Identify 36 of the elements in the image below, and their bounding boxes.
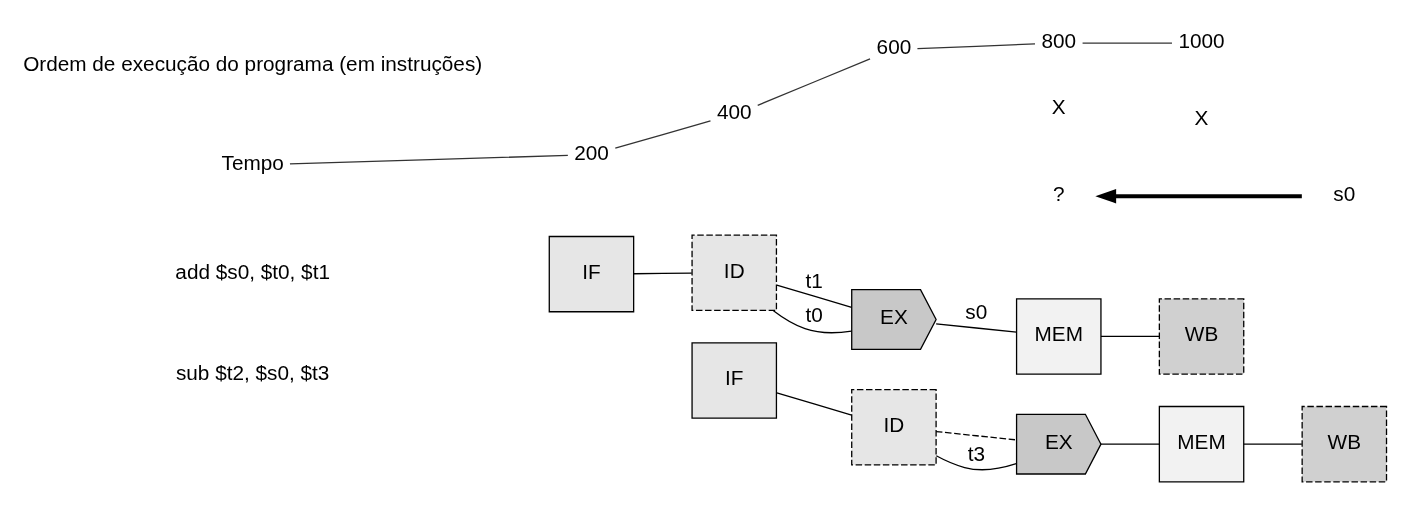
connector: [633, 272, 693, 274]
label: 1000: [1178, 28, 1225, 52]
edge-label: s0: [965, 299, 988, 323]
node-box: WB: [1158, 297, 1245, 375]
label: 400: [716, 99, 752, 123]
connector: [776, 391, 853, 416]
label: Ordem de execução do programa (em instruções): [23, 51, 483, 75]
node-box: ID: [691, 234, 778, 311]
label: 600: [876, 34, 912, 58]
connector: [1243, 443, 1303, 445]
label: 200: [574, 140, 609, 164]
connector: [935, 430, 1018, 441]
arrow: [1095, 188, 1302, 204]
edge-label: t3: [967, 441, 985, 465]
node-box: WB: [1301, 405, 1388, 482]
label: Tempo: [221, 150, 284, 174]
connector: [1100, 335, 1160, 337]
connector: [772, 309, 853, 333]
label: sub $t2, $s0, $t3: [175, 360, 330, 384]
node-text: s0: [1333, 181, 1356, 205]
node-box: IF: [548, 235, 635, 312]
node-box: MEM: [1158, 405, 1245, 482]
connector: [776, 283, 853, 308]
node-box: ID: [851, 388, 937, 466]
connector: [1100, 443, 1160, 445]
label: X: [1194, 105, 1209, 129]
label: 800: [1041, 28, 1077, 52]
label: add $s0, $t0, $t1: [175, 259, 330, 283]
node-box: IF: [691, 341, 778, 419]
edge-label: t1: [805, 268, 823, 292]
connector: [935, 454, 1017, 470]
node-text: ?: [1052, 181, 1065, 205]
edge-label: t0: [805, 302, 823, 326]
node-box: MEM: [1015, 297, 1102, 375]
connector: [935, 322, 1018, 333]
label: X: [1051, 94, 1066, 118]
